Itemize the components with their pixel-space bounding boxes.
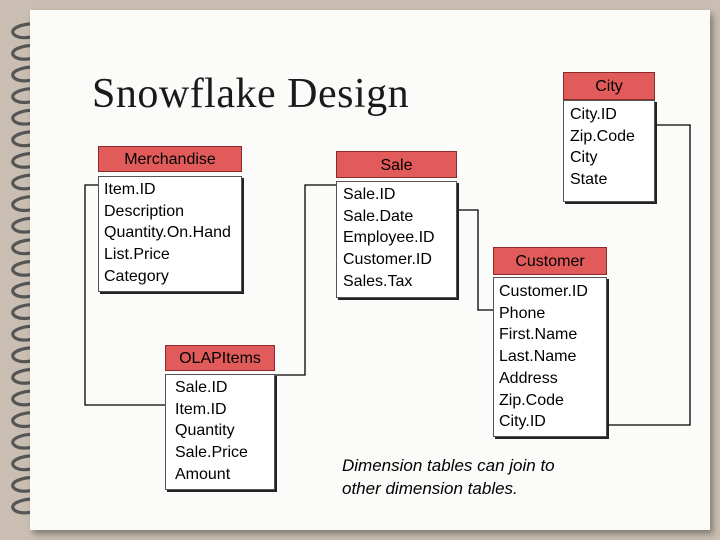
caption-line: Dimension tables can join to bbox=[342, 454, 555, 477]
field: Zip.Code bbox=[570, 126, 654, 148]
field: Quantity.On.Hand bbox=[104, 222, 241, 244]
field: Description bbox=[104, 201, 241, 223]
field: Sale.Date bbox=[343, 206, 456, 228]
field: First.Name bbox=[499, 324, 606, 346]
field: Sale.ID bbox=[343, 184, 456, 206]
field: Amount bbox=[175, 464, 274, 486]
caption: Dimension tables can join to other dimen… bbox=[342, 454, 555, 500]
field: Sales.Tax bbox=[343, 271, 456, 293]
link-sale-olapitems bbox=[275, 185, 336, 375]
field: Zip.Code bbox=[499, 390, 606, 412]
field: Phone bbox=[499, 303, 606, 325]
field: Quantity bbox=[175, 420, 274, 442]
merchandise-table: Merchandise Item.ID Description Quantity… bbox=[98, 146, 242, 296]
sale-table: Sale Sale.ID Sale.Date Employee.ID Custo… bbox=[336, 151, 457, 300]
field: Address bbox=[499, 368, 606, 390]
merchandise-header: Merchandise bbox=[98, 146, 242, 172]
olapitems-table: OLAPItems Sale.ID Item.ID Quantity Sale.… bbox=[165, 345, 275, 492]
merchandise-fields: Item.ID Description Quantity.On.Hand Lis… bbox=[98, 176, 242, 292]
customer-table: Customer Customer.ID Phone First.Name La… bbox=[493, 247, 607, 439]
customer-fields: Customer.ID Phone First.Name Last.Name A… bbox=[493, 277, 607, 437]
field: Sale.ID bbox=[175, 377, 274, 399]
field: Employee.ID bbox=[343, 227, 456, 249]
field: Item.ID bbox=[175, 399, 274, 421]
field: City.ID bbox=[499, 411, 606, 433]
field: Category bbox=[104, 266, 241, 288]
city-fields: City.ID Zip.Code City State bbox=[563, 100, 655, 202]
field: List.Price bbox=[104, 244, 241, 266]
city-table: City City.ID Zip.Code City State bbox=[563, 72, 655, 204]
field: City.ID bbox=[570, 104, 654, 126]
olapitems-fields: Sale.ID Item.ID Quantity Sale.Price Amou… bbox=[165, 374, 275, 490]
sale-header: Sale bbox=[336, 151, 457, 178]
olapitems-header: OLAPItems bbox=[165, 345, 275, 371]
city-header: City bbox=[563, 72, 655, 100]
field: State bbox=[570, 169, 654, 191]
field: Item.ID bbox=[104, 179, 241, 201]
field: Customer.ID bbox=[499, 281, 606, 303]
field: City bbox=[570, 147, 654, 169]
field: Sale.Price bbox=[175, 442, 274, 464]
sale-fields: Sale.ID Sale.Date Employee.ID Customer.I… bbox=[336, 181, 457, 298]
field: Customer.ID bbox=[343, 249, 456, 271]
link-sale-customer bbox=[457, 210, 493, 310]
field: Last.Name bbox=[499, 346, 606, 368]
caption-line: other dimension tables. bbox=[342, 477, 555, 500]
customer-header: Customer bbox=[493, 247, 607, 275]
